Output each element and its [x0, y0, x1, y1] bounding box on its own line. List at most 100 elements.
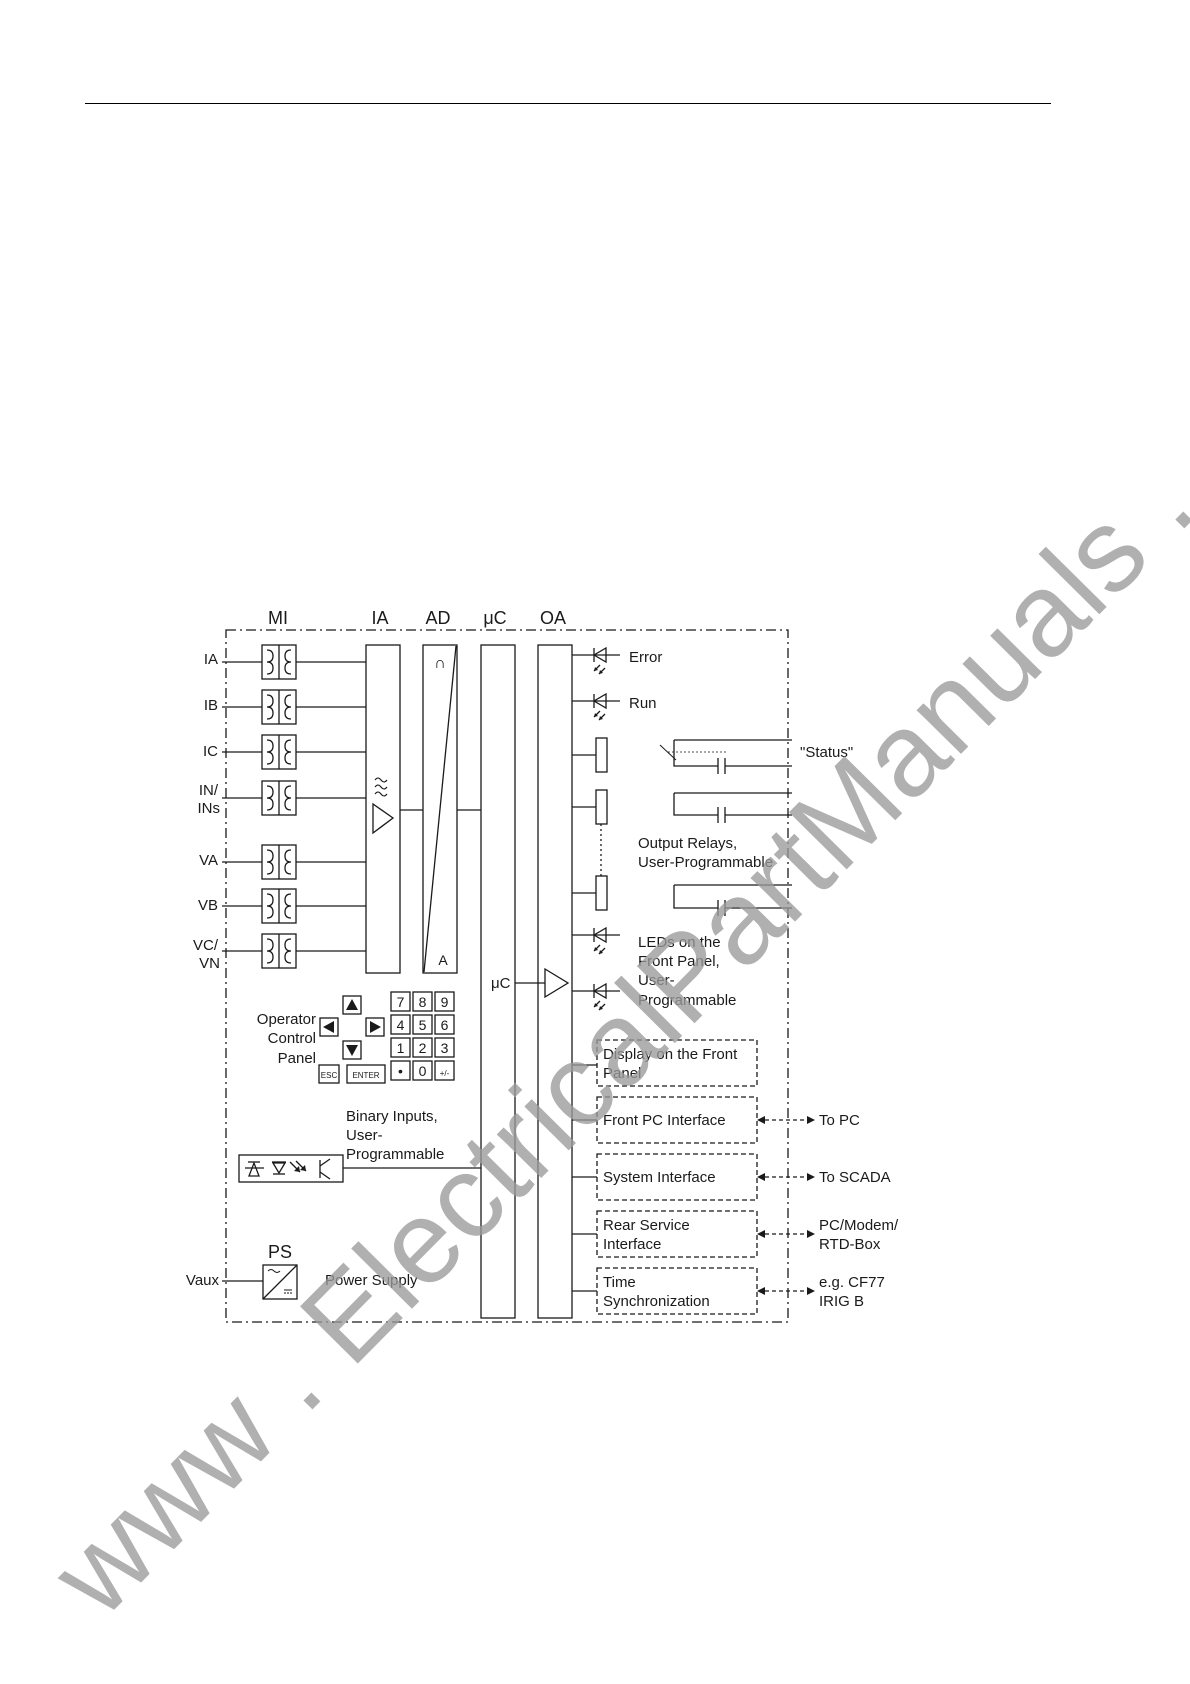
- device-boundary: [225, 629, 789, 1323]
- interface-target: IRIG B: [819, 1293, 864, 1310]
- interface-target: RTD-Box: [819, 1236, 881, 1253]
- keypad-key: +/-: [434, 1060, 455, 1081]
- keypad-key-label: 5: [419, 1017, 427, 1033]
- keypad-key: 0: [412, 1060, 433, 1081]
- ad-diagonal: [423, 645, 457, 973]
- relay-contact-n: [673, 884, 792, 916]
- led-icon: [572, 982, 620, 1011]
- power-supply-label: Power Supply: [325, 1272, 418, 1289]
- arrow-up-icon: [346, 999, 358, 1010]
- status-contact: [659, 739, 792, 774]
- arrow-down-icon: [346, 1045, 358, 1056]
- transformer-icon: [222, 780, 366, 816]
- interface-target: PC/Modem/: [819, 1217, 899, 1234]
- interface-label: Interface: [603, 1236, 661, 1253]
- input-label-in: IN/: [199, 782, 219, 799]
- status-label: "Status": [800, 744, 853, 761]
- header-oa: OA: [540, 608, 566, 628]
- keypad-key-label: 7: [397, 994, 405, 1010]
- operator-panel-line3: Panel: [278, 1050, 316, 1067]
- esc-key-label: ESC: [321, 1071, 338, 1080]
- enter-key-label: ENTER: [352, 1071, 379, 1080]
- vaux-label: Vaux: [186, 1272, 220, 1289]
- keypad-key-label: 0: [419, 1063, 427, 1079]
- leds-front-line2: Front Panel,: [638, 953, 720, 970]
- operator-panel-line2: Control: [268, 1030, 316, 1047]
- microcomputer-block: [480, 644, 516, 1319]
- relay-contact-1: [673, 792, 792, 823]
- output-driver-triangle: [544, 967, 570, 999]
- filter-symbol: [374, 777, 388, 797]
- keypad-key-label: 2: [419, 1040, 427, 1056]
- keypad-key: 6: [434, 1014, 455, 1035]
- keypad-key-label: +/-: [440, 1069, 450, 1078]
- keypad-key: 8: [412, 991, 433, 1012]
- transformer-icon: [222, 689, 366, 725]
- interface-label: Panel: [603, 1065, 641, 1082]
- input-label-ins: INs: [198, 800, 221, 817]
- arrow-left-icon: [323, 1021, 334, 1033]
- interface-box: System Interface To SCADA: [572, 1153, 891, 1201]
- keypad-key-label: 9: [441, 994, 449, 1010]
- ps-label: PS: [268, 1242, 292, 1262]
- ad-symbol-bottom: A: [438, 952, 448, 968]
- input-label-vn: VN: [199, 955, 220, 972]
- keypad-key: 4: [390, 1014, 411, 1035]
- keypad-key-label: 8: [419, 994, 427, 1010]
- keypad-key: 1: [390, 1037, 411, 1058]
- leds-front-line1: LEDs on the: [638, 934, 721, 951]
- arrow-right-icon: [370, 1021, 381, 1033]
- keypad-key: 3: [434, 1037, 455, 1058]
- keypad-key: 7: [390, 991, 411, 1012]
- output-relays-line1: Output Relays,: [638, 835, 737, 852]
- amplifier-triangle: [372, 802, 395, 835]
- enter-key: [346, 1064, 386, 1084]
- ad-symbol-top: ∩: [434, 655, 446, 672]
- esc-key: [318, 1064, 340, 1084]
- keypad-key-label: 3: [441, 1040, 449, 1056]
- keypad-key: 9: [434, 991, 455, 1012]
- keypad-key-label: 6: [441, 1017, 449, 1033]
- led-error-label: Error: [629, 649, 662, 666]
- ad-converter-block: [422, 644, 458, 974]
- leds-front-line4: Programmable: [638, 992, 736, 1009]
- header-uc: μC: [483, 608, 506, 628]
- header-mi: MI: [268, 608, 288, 628]
- transformer-icon: [222, 844, 366, 880]
- uc-driver-label: μC: [491, 975, 511, 992]
- interface-label: Display on the Front: [603, 1046, 738, 1063]
- header-ad: AD: [425, 608, 450, 628]
- leds-front-line3: User-: [638, 972, 675, 989]
- led-group: [572, 646, 620, 1011]
- led-icon: [572, 646, 620, 675]
- interface-label: Rear Service: [603, 1217, 690, 1234]
- input-label-vc: VC/: [193, 937, 219, 954]
- output-block: [537, 644, 573, 1319]
- led-run-label: Run: [629, 695, 657, 712]
- relay-coil-status: [595, 737, 608, 773]
- header-rule: [85, 103, 1051, 104]
- keypad-key-label: 4: [397, 1017, 405, 1033]
- transformer-icon: [222, 888, 366, 924]
- interface-target: To PC: [819, 1112, 860, 1129]
- interface-label: System Interface: [603, 1169, 716, 1186]
- interface-target: To SCADA: [819, 1169, 891, 1186]
- input-label-ic: IC: [203, 743, 218, 760]
- keypad-key-label: •: [398, 1063, 403, 1079]
- interface-label: Synchronization: [603, 1293, 710, 1310]
- power-supply-symbol: [222, 1264, 298, 1300]
- binary-inputs-line3: Programmable: [346, 1146, 444, 1163]
- interface-label: Time: [603, 1274, 636, 1291]
- keypad-key: 2: [412, 1037, 433, 1058]
- interface-target: e.g. CF77: [819, 1274, 885, 1291]
- optocoupler: [238, 1154, 481, 1183]
- output-relays-line2: User-Programmable: [638, 854, 773, 871]
- relay-coil-1: [595, 789, 608, 825]
- header-ia: IA: [371, 608, 388, 628]
- input-label-vb: VB: [198, 897, 218, 914]
- keypad-key-label: 1: [397, 1040, 405, 1056]
